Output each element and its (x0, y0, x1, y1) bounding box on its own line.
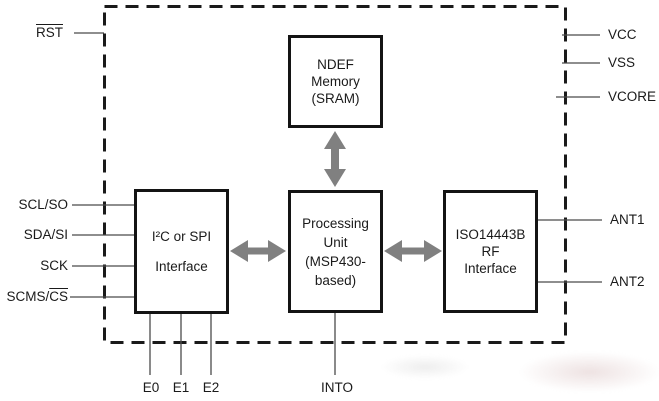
block-rf-interface: ISO14443B RF Interface (443, 190, 538, 313)
pin-label-scms-prefix: SCMS/ (6, 289, 50, 304)
pin-label-vcore: VCORE (608, 89, 657, 104)
pin-lines-left (70, 32, 134, 298)
arrow-processing-rf-icon (384, 240, 442, 262)
block-ndef-memory-label: NDEF Memory (SRAM) (311, 57, 360, 106)
block-rf-interface-label: ISO14443B RF Interface (455, 227, 526, 276)
block-serial-interface: I²C or SPI Interface (134, 189, 229, 314)
pin-lines-bottom (149, 313, 336, 375)
pin-label-scms-cs: SCMS/CS (0, 289, 68, 305)
block-serial-interface-label: I²C or SPI Interface (151, 228, 212, 274)
pin-label-e0: E0 (142, 380, 160, 395)
pin-label-ant1: ANT1 (610, 212, 645, 227)
pin-label-sck: SCK (40, 258, 68, 273)
pin-lines-right (537, 34, 602, 283)
pin-label-e1: E1 (172, 380, 190, 395)
pin-label-rst-text: RST (36, 25, 63, 40)
block-processing-unit-label: Processing Unit (MSP430- based) (302, 215, 369, 288)
arrow-ndef-processing-icon (324, 131, 346, 187)
pin-label-e2: E2 (202, 380, 220, 395)
block-processing-unit: Processing Unit (MSP430- based) (288, 190, 383, 313)
pin-label-vcc: VCC (608, 27, 637, 42)
pin-label-vss: VSS (608, 55, 636, 70)
pin-label-into: INTO (320, 380, 353, 395)
block-ndef-memory: NDEF Memory (SRAM) (288, 35, 383, 128)
data-bus-arrows (230, 131, 442, 262)
pin-label-ant2: ANT2 (610, 274, 645, 289)
pin-label-cs-overline: CS (49, 289, 68, 304)
pin-label-scl-so: SCL/SO (18, 197, 68, 212)
pin-label-sda-si: SDA/SI (23, 227, 68, 242)
pin-label-rst: RST (8, 25, 63, 41)
arrow-serial-processing-icon (230, 240, 286, 262)
